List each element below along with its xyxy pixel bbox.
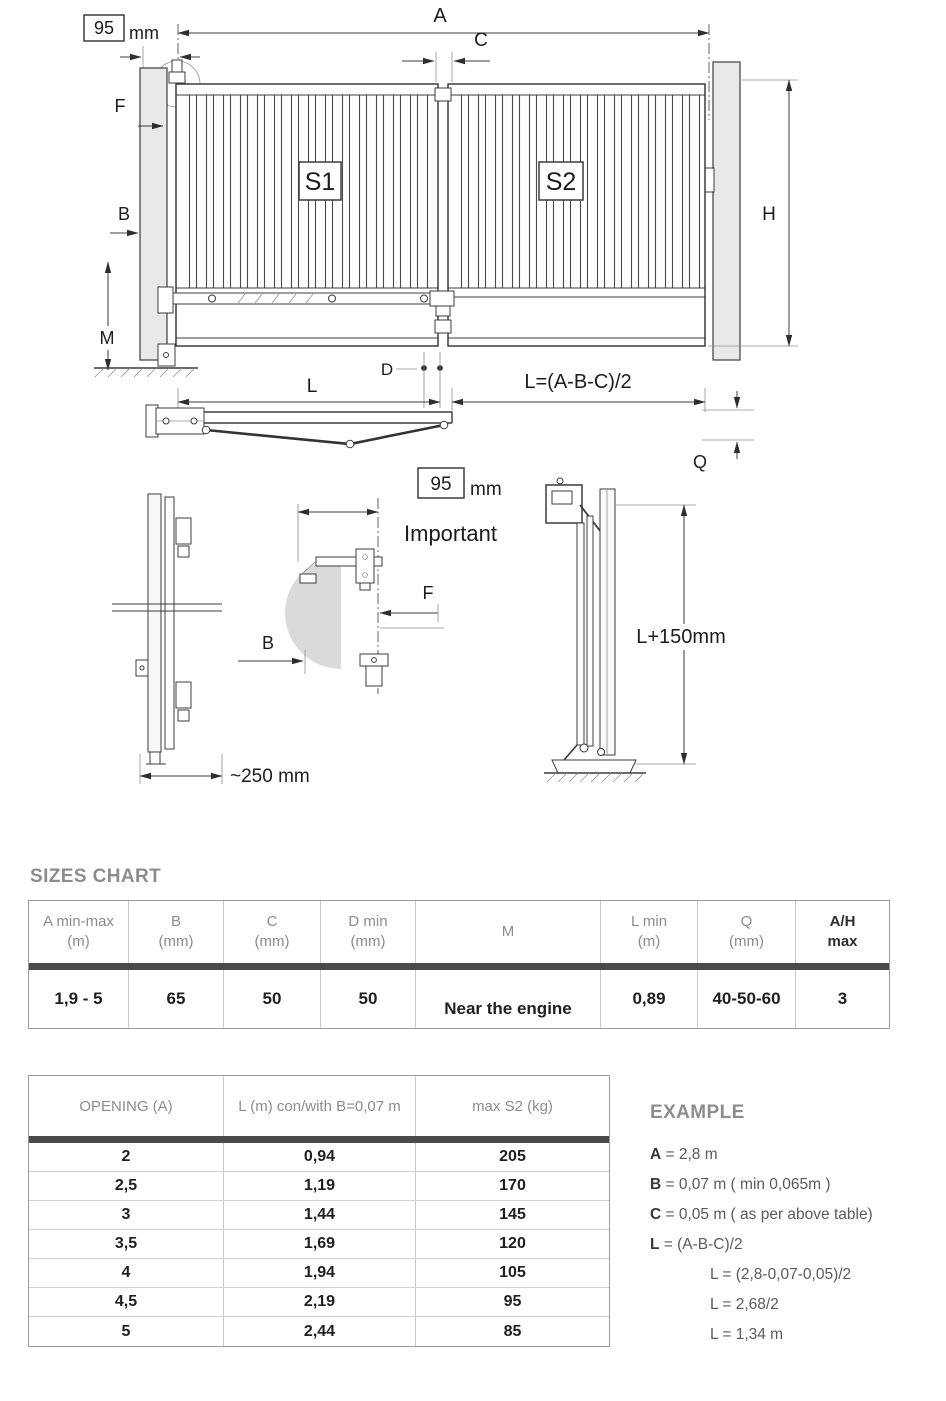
example-line: L = (A-B-C)/2: [650, 1236, 946, 1254]
cell-l: 1,69: [224, 1230, 416, 1258]
dim-95-top-label: 95: [94, 18, 114, 38]
cell-opening: 3: [29, 1201, 224, 1229]
header-q: Q(mm): [698, 901, 796, 963]
example-line: A = 2,8 m: [650, 1146, 946, 1164]
dim-a-label: A: [433, 5, 447, 27]
table-row: 2,5 1,19 170: [29, 1172, 609, 1201]
cell-max-s2: 145: [499, 1206, 526, 1223]
dim-d-label: D: [381, 360, 393, 379]
cell-max-s2: 120: [499, 1235, 526, 1252]
sizes-chart-value-row: 1,9 - 5 65 50 50 Near the engine 0,89 40…: [29, 970, 889, 1028]
example-key: A: [650, 1146, 662, 1163]
dim-f-detail-label: F: [423, 583, 434, 603]
example-title: EXAMPLE: [650, 1102, 745, 1123]
header-l-con-b: L (m) con/with B=0,07 m: [224, 1076, 416, 1136]
example-key: B: [650, 1176, 662, 1193]
opening-table-header-row: OPENING (A) L (m) con/with B=0,07 m max …: [29, 1076, 609, 1136]
value-ah-max: 3: [837, 989, 848, 1008]
dim-b-detail-label: B: [262, 633, 274, 653]
value-q: 40-50-60: [698, 970, 796, 1028]
example-text: = 0,05 m ( as per above table): [661, 1206, 873, 1223]
header-c: C(mm): [224, 901, 321, 963]
header-l-min: L min(m): [601, 901, 698, 963]
example-text: = 2,8 m: [661, 1146, 718, 1163]
example-sub-line: L = 2,68/2: [710, 1296, 779, 1313]
cell-l: 1,94: [224, 1259, 416, 1287]
leaf-s1-label: S1: [305, 168, 336, 196]
table-row: 3,5 1,69 120: [29, 1230, 609, 1259]
dim-95-mid-label: 95: [430, 474, 451, 495]
cell-max-s2: 205: [499, 1148, 526, 1165]
leaf-s2-label: S2: [546, 168, 577, 196]
cell-max-s2: 105: [499, 1264, 526, 1281]
example-text: = 0,07 m ( min 0,065m ): [661, 1176, 831, 1193]
table-row: 5 2,44 85: [29, 1317, 609, 1346]
dim-m-label: M: [100, 328, 115, 348]
value-m: Near the engine: [416, 970, 601, 1028]
table-row: 4 1,94 105: [29, 1259, 609, 1288]
cell-opening: 4,5: [29, 1288, 224, 1316]
value-d-min: 50: [321, 970, 416, 1028]
cell-max-s2: 85: [503, 1322, 522, 1340]
example-line: B = 0,07 m ( min 0,065m ): [650, 1176, 946, 1194]
header-max-s2: max S2 (kg): [472, 1097, 553, 1115]
cell-l: 2,19: [224, 1288, 416, 1316]
dim-c-label: C: [474, 30, 488, 51]
value-a-min-max: 1,9 - 5: [29, 970, 129, 1028]
header-a-min-max: A min-max(m): [29, 901, 129, 963]
example-text: = (A-B-C)/2: [659, 1236, 743, 1253]
value-c: 50: [224, 970, 321, 1028]
cell-opening: 2,5: [29, 1172, 224, 1200]
example-key: L: [650, 1236, 660, 1253]
dim-q-label: Q: [693, 452, 707, 472]
example-section: EXAMPLE A = 2,8 m B = 0,07 m ( min 0,065…: [650, 1102, 946, 1356]
example-key: C: [650, 1206, 662, 1223]
example-sub-line: L = 1,34 m: [710, 1326, 784, 1343]
dim-l-label: L: [307, 376, 318, 397]
value-l-min: 0,89: [601, 970, 698, 1028]
cell-opening: 2: [29, 1143, 224, 1171]
header-separator-bar: [29, 1136, 609, 1143]
dim-b-label: B: [118, 204, 130, 224]
value-b: 65: [129, 970, 224, 1028]
cell-l: 1,44: [224, 1201, 416, 1229]
opening-table: OPENING (A) L (m) con/with B=0,07 m max …: [28, 1075, 610, 1347]
cell-max-s2: 170: [499, 1177, 526, 1194]
header-d-min: D min(mm): [321, 901, 416, 963]
cell-opening: 3,5: [29, 1230, 224, 1258]
header-m: M: [416, 901, 601, 963]
table-row: 4,5 2,19 95: [29, 1288, 609, 1317]
table-row: 2 0,94 205: [29, 1143, 609, 1172]
detail-95mm-view: 95 mm Important F B: [238, 467, 502, 694]
example-line: C = 0,05 m ( as per above table): [650, 1206, 946, 1224]
dim-l150-label: L+150mm: [636, 626, 726, 648]
cell-max-s2: 95: [503, 1293, 522, 1310]
cell-l: 0,94: [224, 1143, 416, 1171]
dim-250mm-label: ~250 mm: [230, 766, 310, 787]
sizes-chart-table: A min-max(m) B(mm) C(mm) D min(mm) M L m…: [28, 900, 890, 1029]
gate-front-view: A 95 mm F B: [83, 5, 798, 472]
cell-opening: 4: [29, 1259, 224, 1287]
example-sub-line: L = (2,8-0,07-0,05)/2: [710, 1266, 852, 1283]
detail-side-view: L+150mm: [544, 477, 740, 783]
dim-h-label: H: [762, 204, 776, 225]
installation-diagram: A 95 mm F B: [83, 5, 798, 787]
sizes-chart-header-row: A min-max(m) B(mm) C(mm) D min(mm) M L m…: [29, 901, 889, 963]
unit-mm-top-label: mm: [129, 23, 159, 43]
sizes-chart-title: SIZES CHART: [30, 866, 162, 887]
header-opening-a: OPENING (A): [29, 1076, 224, 1136]
unit-mm-mid-label: mm: [470, 479, 502, 500]
dim-l-formula-label: L=(A-B-C)/2: [524, 371, 631, 393]
detail-folded-arm-view: ~250 mm: [112, 493, 310, 787]
cell-l: 1,19: [224, 1172, 416, 1200]
dim-f-label: F: [115, 96, 126, 116]
header-b: B(mm): [129, 901, 224, 963]
important-label: Important: [404, 521, 497, 546]
cell-opening: 5: [29, 1317, 224, 1346]
header-separator-bar: [29, 963, 889, 970]
cell-l: 2,44: [224, 1317, 416, 1346]
table-row: 3 1,44 145: [29, 1201, 609, 1230]
